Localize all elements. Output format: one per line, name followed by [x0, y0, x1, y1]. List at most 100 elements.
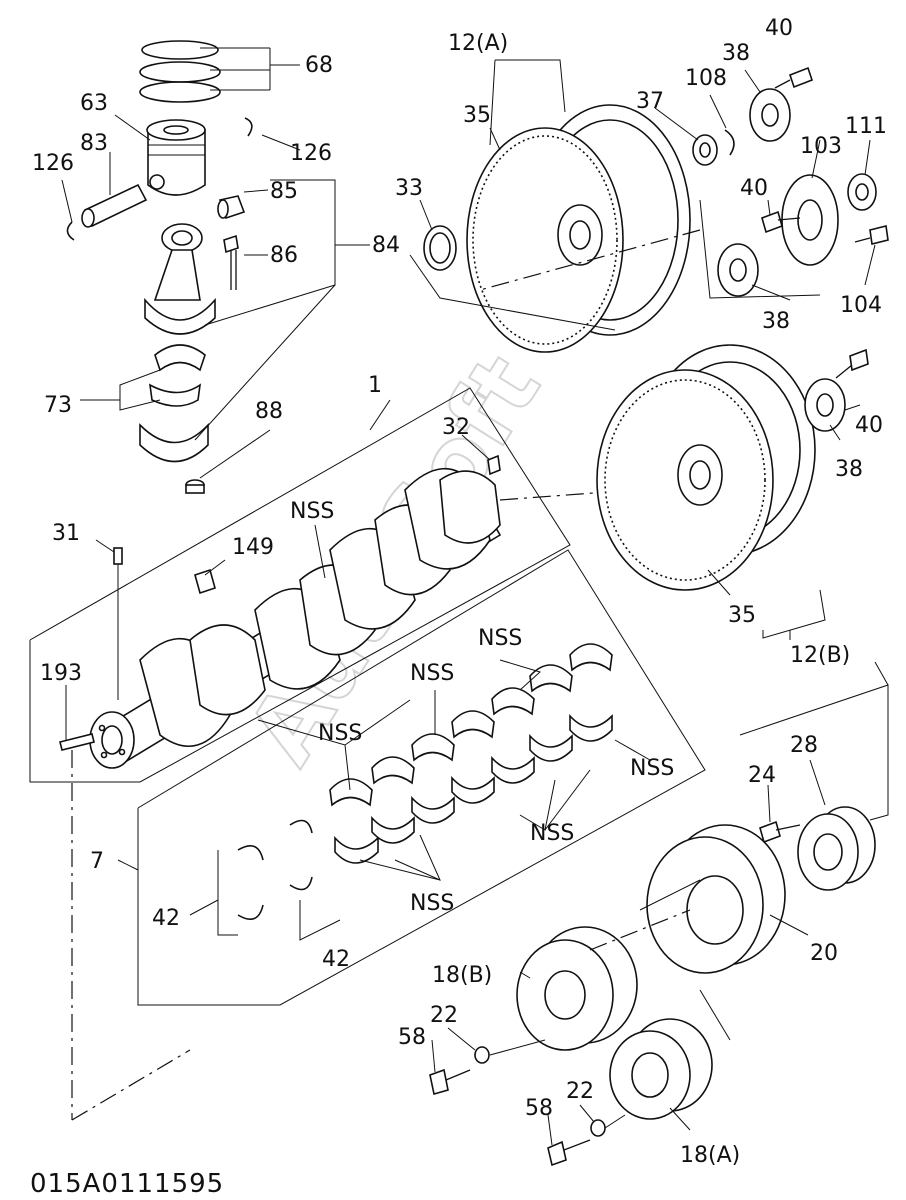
label-58-upper: 58 [398, 1025, 426, 1050]
label-103: 103 [800, 134, 842, 159]
label-28: 28 [790, 733, 818, 758]
bolt-104 [854, 225, 889, 245]
crankshaft [89, 467, 502, 769]
label-nss-2: NSS [410, 661, 454, 686]
label-126-left: 126 [32, 151, 74, 176]
label-38-mid: 38 [762, 309, 790, 334]
label-42-left: 42 [152, 906, 180, 931]
bearings-frame [137, 549, 706, 1006]
thrust-washers [237, 819, 313, 921]
label-85: 85 [270, 179, 298, 204]
washer-22b [590, 1119, 606, 1137]
flywheel-a-leaders [409, 59, 876, 331]
label-nss-crankshaft: NSS [290, 499, 334, 524]
label-88: 88 [255, 399, 283, 424]
label-38-b: 38 [835, 457, 863, 482]
label-42-right: 42 [322, 947, 350, 972]
crankshaft-frame [29, 387, 571, 783]
flywheel-a [466, 104, 691, 353]
label-nss-3: NSS [318, 721, 362, 746]
snapring-108 [724, 129, 735, 156]
front-leaders [71, 759, 826, 1146]
bolt-58a [429, 1068, 471, 1096]
label-20: 20 [810, 941, 838, 966]
piston-rings [139, 40, 300, 103]
label-83: 83 [80, 131, 108, 156]
label-58-lower: 58 [525, 1096, 553, 1121]
rod-cap [139, 422, 209, 463]
dowel-31 [113, 547, 123, 700]
label-193: 193 [40, 661, 82, 686]
main-bearings-upper [329, 643, 613, 807]
plate-38-upper [749, 88, 791, 142]
label-35-upper: 35 [463, 103, 491, 128]
pin-193 [59, 733, 95, 751]
label-126-right: 126 [290, 141, 332, 166]
piston-leaders [61, 114, 370, 479]
label-40-mid: 40 [740, 176, 768, 201]
label-104: 104 [840, 293, 882, 318]
bolt-58b [547, 1139, 591, 1167]
bolt-40-upper [774, 66, 813, 89]
gear-28 [797, 806, 876, 891]
label-7: 7 [90, 849, 104, 874]
label-31: 31 [52, 521, 80, 546]
washer-22a [474, 1046, 490, 1064]
small-end-bushing [217, 195, 246, 220]
plug-149 [194, 568, 216, 595]
damper-20 [646, 824, 786, 974]
plate-38-b [804, 378, 846, 432]
label-40-top: 40 [765, 16, 793, 41]
flywheel-b-leaders [707, 404, 889, 821]
label-22-upper: 22 [430, 1003, 458, 1028]
label-12b: 12(B) [790, 643, 850, 668]
label-22-lower: 22 [566, 1079, 594, 1104]
label-86: 86 [270, 243, 298, 268]
label-149: 149 [232, 535, 274, 560]
bolt-40-b [835, 348, 869, 379]
bolt-24 [759, 820, 801, 844]
flywheel-b [596, 344, 816, 591]
label-1: 1 [368, 373, 382, 398]
main-bearings-lower [334, 713, 613, 864]
rod-bearings [149, 344, 206, 407]
diagram-id: 015A0111595 [30, 1169, 224, 1199]
label-18a: 18(A) [680, 1143, 740, 1168]
bolt-40-mid [761, 210, 801, 234]
piston [146, 119, 206, 196]
label-40-b: 40 [855, 413, 883, 438]
rod-bolt [223, 234, 239, 290]
label-nss-6: NSS [410, 891, 454, 916]
bearing-37 [692, 134, 718, 166]
label-nss-4: NSS [630, 756, 674, 781]
seal-33 [423, 225, 457, 271]
pulley-18b [516, 926, 638, 1051]
piston-pin [81, 183, 148, 228]
label-111: 111 [845, 114, 887, 139]
label-24: 24 [748, 763, 776, 788]
label-68: 68 [305, 53, 333, 78]
label-63: 63 [80, 91, 108, 116]
label-35-lower: 35 [728, 603, 756, 628]
snap-rings-126 [66, 117, 253, 241]
connecting-rod [144, 223, 216, 335]
plate-38-lower [717, 243, 759, 297]
label-108: 108 [685, 66, 727, 91]
crank-pin-32 [487, 454, 501, 476]
bearings-leaders [117, 659, 651, 941]
label-32: 32 [442, 415, 470, 440]
label-84: 84 [372, 233, 400, 258]
label-33: 33 [395, 176, 423, 201]
rod-nut [185, 479, 205, 494]
label-nss-5: NSS [530, 821, 574, 846]
label-nss-1: NSS [478, 626, 522, 651]
callout-labels: 68 63 83 126 126 85 86 84 73 88 1 32 31 … [32, 16, 887, 1168]
label-18b: 18(B) [432, 963, 492, 988]
plate-103 [781, 174, 839, 266]
label-73: 73 [44, 393, 72, 418]
label-12a: 12(A) [448, 31, 508, 56]
label-37: 37 [636, 89, 664, 114]
pulley-18a [609, 1018, 713, 1120]
bearing-111 [847, 173, 877, 211]
